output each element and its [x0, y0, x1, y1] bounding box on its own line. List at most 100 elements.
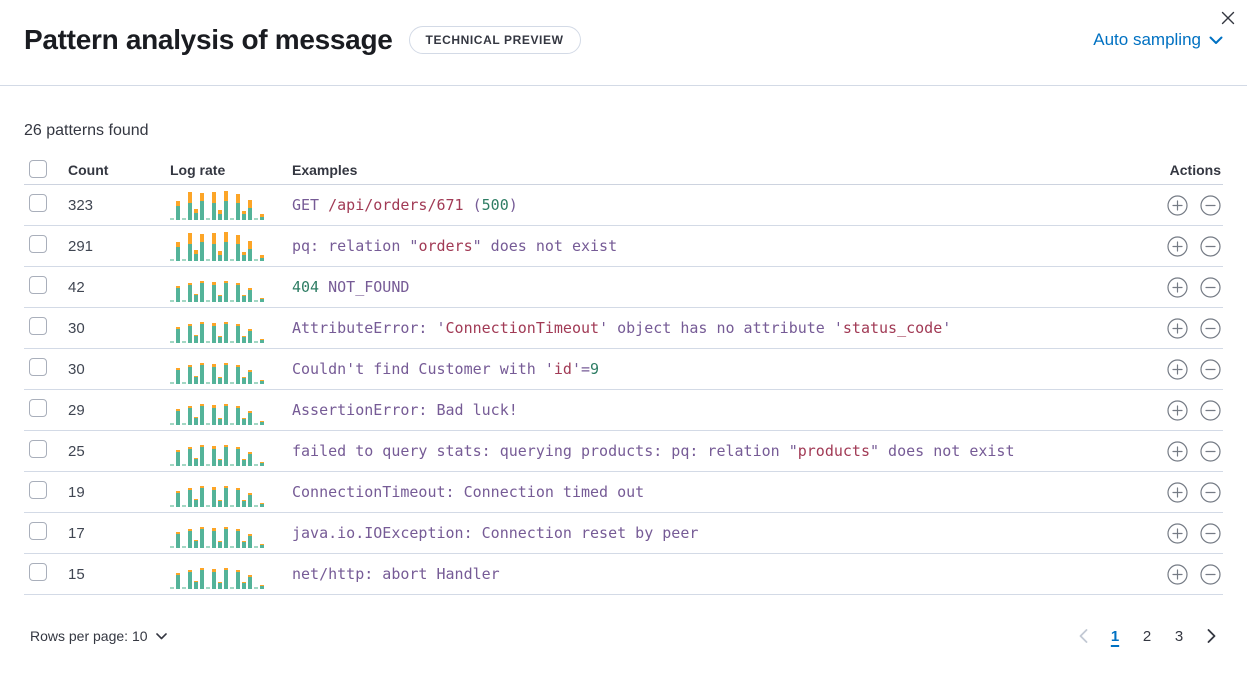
filter-out-pattern-button[interactable]	[1200, 235, 1221, 257]
sampling-menu-button[interactable]: Auto sampling	[1093, 30, 1223, 50]
sparkline-bar	[170, 505, 174, 507]
sparkline-bar	[194, 458, 198, 466]
filter-in-pattern-button[interactable]	[1167, 276, 1188, 298]
sparkline-bar	[200, 486, 204, 507]
page-3-button[interactable]: 3	[1167, 624, 1191, 648]
sampling-label: Auto sampling	[1093, 30, 1201, 49]
sparkline-bar	[200, 363, 204, 384]
minus-circle-icon	[1200, 276, 1221, 298]
sparkline-bar	[206, 300, 210, 302]
filter-in-pattern-button[interactable]	[1167, 563, 1188, 585]
filter-out-pattern-button[interactable]	[1200, 399, 1221, 421]
row-checkbox[interactable]	[29, 235, 47, 253]
sparkline-bar	[242, 500, 246, 507]
example-token: pq: relation "	[292, 237, 419, 255]
sparkline-bar	[236, 324, 240, 343]
sparkline-bar	[188, 570, 192, 589]
sparkline-bar	[170, 218, 174, 220]
next-page-button[interactable]	[1199, 624, 1223, 648]
sparkline-bar	[188, 365, 192, 384]
rows-per-page-button[interactable]: Rows per page: 10	[24, 628, 167, 644]
sparkline-bar	[242, 418, 246, 425]
row-checkbox[interactable]	[29, 399, 47, 417]
filter-out-pattern-button[interactable]	[1200, 522, 1221, 544]
sparkline-bar	[248, 329, 252, 343]
sparkline-bar	[248, 452, 252, 466]
example-token: AssertionError: Bad luck!	[292, 401, 518, 419]
example-token: /api/orders/671	[328, 196, 464, 214]
filter-in-pattern-button[interactable]	[1167, 440, 1188, 462]
sparkline-bar	[194, 417, 198, 425]
minus-circle-icon	[1200, 317, 1221, 339]
plus-circle-icon	[1167, 399, 1188, 421]
filter-out-pattern-button[interactable]	[1200, 358, 1221, 380]
filter-in-pattern-button[interactable]	[1167, 358, 1188, 380]
sparkline-bar	[254, 341, 258, 343]
filter-out-pattern-button[interactable]	[1200, 194, 1221, 216]
filter-in-pattern-button[interactable]	[1167, 522, 1188, 544]
example-token: NOT_FOUND	[319, 278, 410, 296]
select-all-checkbox[interactable]	[29, 160, 47, 178]
page-2-button[interactable]: 2	[1135, 624, 1159, 648]
row-checkbox[interactable]	[29, 522, 47, 540]
filter-in-pattern-button[interactable]	[1167, 399, 1188, 421]
row-checkbox[interactable]	[29, 563, 47, 581]
previous-page-button[interactable]	[1071, 624, 1095, 648]
row-count: 42	[68, 278, 85, 296]
row-checkbox[interactable]	[29, 317, 47, 335]
sparkline-bar	[248, 575, 252, 589]
sparkline-bar	[206, 464, 210, 466]
example-token: products	[797, 442, 870, 460]
sparkline-bar	[176, 286, 180, 302]
sparkline-bar	[176, 201, 180, 220]
row-checkbox[interactable]	[29, 276, 47, 294]
sparkline-bar	[194, 294, 198, 302]
filter-out-pattern-button[interactable]	[1200, 440, 1221, 462]
filter-in-pattern-button[interactable]	[1167, 235, 1188, 257]
minus-circle-icon	[1200, 358, 1221, 380]
filter-out-pattern-button[interactable]	[1200, 481, 1221, 503]
sparkline-bar	[230, 341, 234, 343]
filter-in-pattern-button[interactable]	[1167, 194, 1188, 216]
page-1-button[interactable]: 1	[1103, 624, 1127, 648]
sparkline-bar	[254, 300, 258, 302]
sparkline-bar	[224, 527, 228, 548]
sparkline-bar	[188, 192, 192, 220]
sparkline-bar	[188, 447, 192, 466]
table-row: 291 pq: relation "orders" does not exist	[24, 226, 1223, 267]
row-count: 323	[68, 196, 94, 214]
sparkline-bar	[182, 464, 186, 466]
sparkline-bar	[218, 210, 222, 220]
sparkline-bar	[260, 544, 264, 548]
example-text: 404 NOT_FOUND	[292, 278, 1113, 296]
example-token: failed to query stats: querying products…	[292, 442, 798, 460]
filter-out-pattern-button[interactable]	[1200, 276, 1221, 298]
filter-out-pattern-button[interactable]	[1200, 317, 1221, 339]
sparkline-bar	[242, 211, 246, 220]
sparkline-bar	[206, 505, 210, 507]
example-text: net/http: abort Handler	[292, 565, 1113, 583]
row-checkbox[interactable]	[29, 440, 47, 458]
example-text: java.io.IOException: Connection reset by…	[292, 524, 1113, 542]
close-button[interactable]	[1215, 5, 1241, 31]
sparkline-bar	[170, 464, 174, 466]
sparkline-bar	[254, 423, 258, 425]
sparkline-bar	[236, 447, 240, 466]
sparkline-bar	[194, 581, 198, 589]
chevron-right-icon	[1207, 629, 1215, 643]
table-row: 30 Couldn't find Customer with 'id'=9	[24, 349, 1223, 390]
row-checkbox[interactable]	[29, 194, 47, 212]
patterns-table: Count Log rate Examples Actions 323 GET …	[24, 156, 1223, 595]
filter-in-pattern-button[interactable]	[1167, 481, 1188, 503]
sparkline-bar	[206, 382, 210, 384]
filter-out-pattern-button[interactable]	[1200, 563, 1221, 585]
minus-circle-icon	[1200, 563, 1221, 585]
row-checkbox[interactable]	[29, 481, 47, 499]
log-rate-sparkline	[170, 477, 266, 507]
filter-in-pattern-button[interactable]	[1167, 317, 1188, 339]
table-body: 323 GET /api/orders/671 (500) 291 pq: re…	[24, 185, 1223, 595]
sparkline-bar	[242, 252, 246, 261]
row-checkbox[interactable]	[29, 358, 47, 376]
